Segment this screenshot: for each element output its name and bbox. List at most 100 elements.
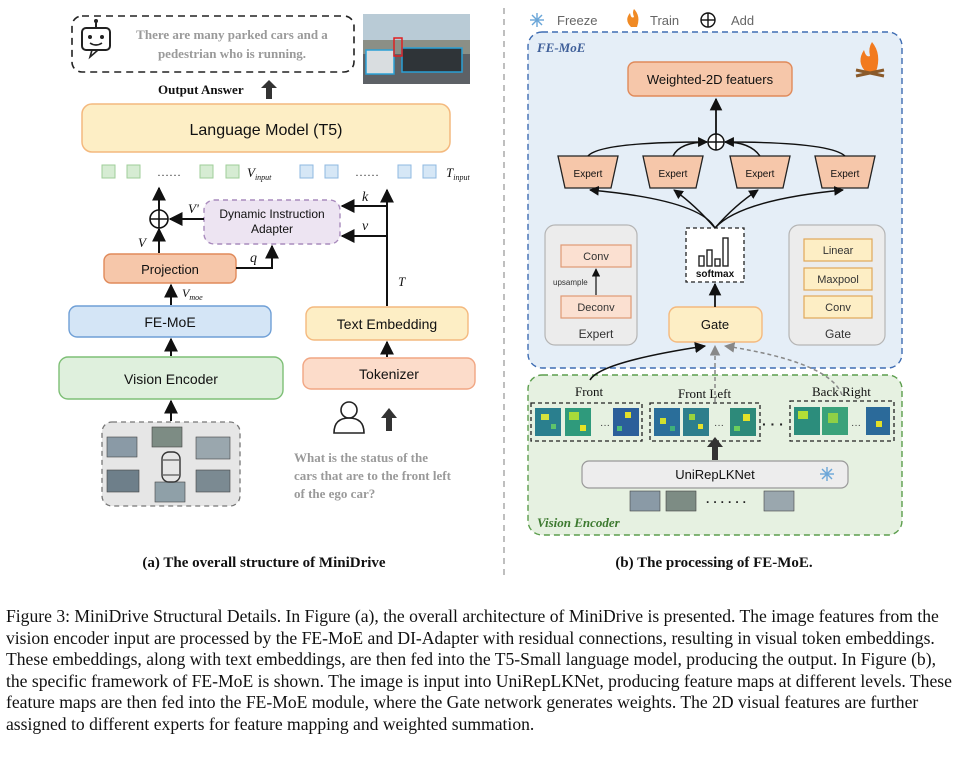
text-embedding-label: Text Embedding	[337, 316, 437, 332]
output-answer-label: Output Answer	[158, 82, 244, 97]
k-label: k	[362, 190, 369, 205]
front-left-label: Front Left	[678, 386, 731, 401]
ego-car-icon	[161, 451, 181, 483]
fe-moe-label: FE-MoE	[144, 314, 195, 330]
unireplk-up-arrow-icon	[707, 437, 723, 460]
v-label: V	[138, 235, 148, 250]
fe-moe-box	[68, 305, 272, 338]
v-small-label: v	[362, 219, 369, 234]
gate-conv-box	[803, 295, 873, 319]
front-dots: ···	[600, 420, 610, 431]
expert-1: Expert	[557, 155, 619, 189]
figure-diagram: There are many parked cars and a pedestr…	[58, 8, 903, 578]
gate-conv-label: Conv	[825, 302, 851, 314]
expert-4: Expert	[814, 155, 876, 189]
v-input-label: Vinput	[247, 165, 272, 182]
dynamic-instruction-adapter-box	[203, 199, 341, 245]
weighted-features-label: Weighted-2D featuers	[647, 72, 774, 87]
question-line-3: of the ego car?	[294, 486, 375, 501]
campfire-icon	[855, 42, 885, 78]
legend-add: Add	[731, 13, 754, 28]
vision-encoder-label: Vision Encoder	[124, 371, 218, 387]
gate-linear-box	[803, 238, 873, 262]
q-label: q	[250, 251, 257, 266]
weighted-features-box	[627, 61, 793, 97]
legend-train: Train	[650, 13, 679, 28]
expert-conv-box	[560, 244, 632, 268]
language-model-box	[81, 103, 451, 153]
svg-text:Expert: Expert	[659, 169, 688, 180]
front-to-gate-arrow	[589, 341, 707, 381]
text-embedding-box	[305, 306, 469, 341]
unireplknet-label: UniRepLKNet	[675, 467, 755, 482]
figure-caption: Figure 3: MiniDrive Structural Details. …	[6, 606, 952, 734]
text-token-dots: ……	[355, 165, 379, 179]
adapter-label-1: Dynamic Instruction	[219, 207, 324, 221]
backright-to-gate-arrow	[723, 342, 843, 396]
person-icon	[333, 401, 365, 434]
unireplk-snowflake-icon	[820, 467, 834, 481]
expert-deconv-label: Deconv	[577, 302, 615, 314]
tokenizer-label: Tokenizer	[359, 366, 419, 382]
language-model-label: Language Model (T5)	[190, 122, 343, 139]
expert-conv-label: Conv	[583, 251, 609, 263]
front-label: Front	[575, 384, 604, 399]
add-icon	[700, 12, 716, 28]
back-right-feature-maps	[789, 400, 895, 442]
expert-panel-label: Expert	[579, 327, 614, 341]
snowflake-icon	[530, 13, 544, 27]
vision-tokens	[101, 164, 240, 179]
t-label: T	[398, 274, 406, 289]
v-prime-label: V'	[188, 201, 199, 216]
projection-label: Projection	[141, 262, 199, 277]
fe-moe-container-label: FE-MoE	[536, 40, 586, 55]
svg-text:Expert: Expert	[831, 169, 860, 180]
svg-text:Expert: Expert	[746, 169, 775, 180]
question-line-2: cars that are to the front left	[294, 468, 452, 483]
adapter-label-2: Adapter	[251, 222, 293, 236]
unireplknet-box	[581, 460, 849, 489]
v-moe-label: Vmoe	[182, 286, 203, 302]
robot-icon	[81, 19, 111, 60]
experts-to-sum-arrows	[587, 137, 846, 157]
expert-3: Expert	[729, 155, 791, 189]
subcaption-b: (b) The processing of FE-MoE.	[615, 555, 813, 571]
back-right-dots: ···	[851, 420, 861, 431]
input-image-thumbnails	[629, 490, 795, 512]
image-dots: · · · · · ·	[706, 495, 747, 509]
gate-label: Gate	[701, 317, 729, 332]
question-line-1: What is the status of the	[294, 450, 428, 465]
gate-panel-label: Gate	[825, 327, 851, 341]
tokenizer-box	[302, 357, 476, 390]
scene-photo	[363, 14, 470, 84]
up-arrow-icon	[261, 80, 277, 99]
camera-thumbnails	[106, 426, 231, 503]
gate-linear-label: Linear	[823, 245, 854, 257]
vision-encoder-box	[58, 356, 284, 400]
front-left-feature-maps	[649, 402, 761, 442]
vision-encoder-container-label: Vision Encoder	[537, 515, 621, 530]
t-input-label: Tinput	[446, 165, 470, 182]
bubble-text-1: There are many parked cars and a	[136, 27, 328, 42]
text-tokens	[299, 164, 437, 179]
question-up-arrow-icon	[381, 408, 397, 431]
answer-bubble	[71, 15, 355, 73]
legend-freeze: Freeze	[557, 13, 597, 28]
fire-icon	[627, 9, 639, 27]
gate-maxpool-box	[803, 267, 873, 291]
subcaption-a: (a) The overall structure of MiniDrive	[142, 555, 385, 571]
softmax-to-experts-arrows	[589, 185, 844, 229]
front-feature-maps	[530, 402, 643, 442]
groups-ellipsis: · · ·	[762, 416, 784, 432]
front-left-dots: ···	[714, 420, 724, 431]
bubble-text-2: pedestrian who is running.	[158, 46, 306, 61]
bar-chart-icon	[698, 237, 729, 267]
upsample-label: upsample	[553, 278, 588, 287]
softmax-box	[685, 227, 745, 283]
back-right-label: Back Right	[812, 384, 871, 399]
expert-2: Expert	[642, 155, 704, 189]
softmax-label: softmax	[696, 269, 735, 280]
q-arrow	[236, 244, 279, 269]
vision-token-dots: ……	[157, 165, 181, 179]
svg-text:Expert: Expert	[574, 169, 603, 180]
